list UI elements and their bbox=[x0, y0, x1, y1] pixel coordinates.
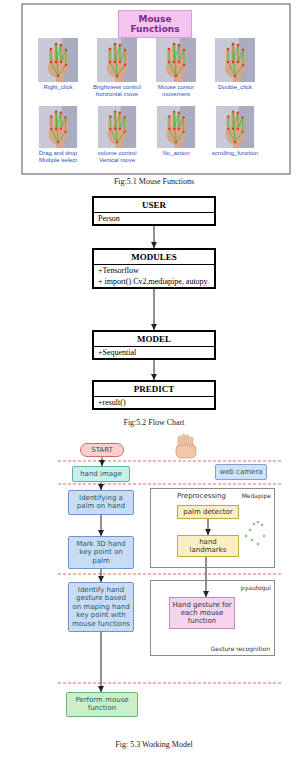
node-subtext: +Sequential bbox=[94, 347, 214, 358]
node-text: Preprocessing bbox=[177, 492, 226, 500]
flow-arrow bbox=[154, 226, 155, 248]
node-text: Hand gesture for each mouse function bbox=[172, 601, 232, 625]
stage-divider bbox=[58, 574, 282, 575]
node-text: hand landmarks bbox=[180, 538, 236, 554]
photo-label: volume control Vertical move bbox=[88, 150, 146, 164]
start-terminal: START bbox=[80, 443, 124, 457]
node-text: Mouse Functions bbox=[121, 14, 189, 34]
hand-photo bbox=[216, 106, 254, 148]
node-text: Identifying a palm on hand bbox=[72, 494, 130, 511]
flow-arrow bbox=[101, 569, 102, 582]
node-subtext: + import() Cv2,mediapipe, autopy. bbox=[94, 276, 214, 287]
node-subtext: Person bbox=[94, 213, 214, 224]
node-text: Perform mouse function bbox=[70, 696, 134, 713]
node-text: START bbox=[84, 446, 120, 454]
class-box: PREDICT+result() bbox=[92, 380, 216, 410]
flow-arrow bbox=[101, 515, 102, 536]
process-box: Perform mouse function bbox=[66, 692, 138, 717]
node-subtext: +Tensorflow bbox=[94, 265, 214, 276]
process-box: Identify hand gesture based on maping ha… bbox=[68, 582, 134, 632]
node-text: Identify hand gesture based on maping ha… bbox=[72, 586, 130, 628]
hand-photo bbox=[98, 106, 136, 148]
hand-photo bbox=[215, 38, 255, 82]
class-box: MODULES+Tensorflow+ import() Cv2,mediapi… bbox=[92, 248, 216, 289]
photo-label: No_action bbox=[147, 150, 205, 157]
node-text: pyautogui bbox=[241, 584, 271, 591]
node-text: PREDICT bbox=[94, 382, 214, 397]
node-text: hand image bbox=[76, 470, 126, 478]
pyautogui-region: pyautoguiGesture recognition Hand gesture… bbox=[150, 580, 275, 656]
node-subtext: +result() bbox=[94, 397, 214, 408]
landmark-sketch bbox=[245, 521, 265, 545]
device-box: web camera bbox=[215, 464, 267, 480]
hand-photo bbox=[97, 38, 137, 82]
figure-frame bbox=[22, 4, 290, 174]
process-box: hand image bbox=[72, 466, 130, 482]
stage-divider bbox=[58, 683, 282, 684]
photo-label: Double_click bbox=[206, 84, 264, 91]
photo-label: Right_click bbox=[29, 84, 87, 91]
stage-divider bbox=[58, 484, 282, 485]
process-box: Identifying a palm on hand bbox=[68, 490, 134, 515]
node-subtext: Medapipe bbox=[242, 492, 271, 499]
node-text: MODEL bbox=[94, 332, 214, 347]
figure-caption: Fig: 5.3 Working Model bbox=[54, 740, 254, 749]
photo-label: Mouse cursor movement bbox=[147, 84, 205, 98]
hand-photo bbox=[156, 38, 196, 82]
flow-arrow bbox=[101, 632, 102, 692]
node-text: palm detector bbox=[180, 508, 236, 516]
process-box: hand landmarks bbox=[177, 535, 239, 557]
flow-arrow bbox=[154, 289, 155, 330]
process-box: Hand gesture for each mouse function bbox=[169, 597, 235, 629]
hand-icon bbox=[176, 434, 196, 458]
flow-arrow bbox=[154, 360, 155, 380]
process-box: Mark 3D hand key point on palm bbox=[68, 536, 134, 569]
flow-arrow bbox=[101, 482, 102, 490]
node-text: web camera bbox=[219, 468, 263, 476]
hand-photo bbox=[38, 38, 78, 82]
class-box: USERPerson bbox=[92, 196, 216, 226]
figure-caption: Fig:5.1 Mouse Functions bbox=[54, 177, 254, 186]
node-text: Mark 3D hand key point on palm bbox=[72, 540, 130, 565]
stage-divider bbox=[58, 461, 282, 462]
photo-label: Brightness control horizontal move bbox=[88, 84, 146, 98]
mediapipe-region: Preprocessing Medapipe palm detector hand l… bbox=[150, 488, 275, 568]
flow-arrow bbox=[206, 557, 207, 597]
hand-photo bbox=[39, 106, 77, 148]
node-text: MODULES bbox=[94, 250, 214, 265]
hand-photo bbox=[157, 106, 195, 148]
flow-arrow bbox=[102, 457, 103, 466]
figure-caption: Fig:5.2 Flow Chart bbox=[54, 418, 254, 427]
photo-label: Drag and drop Multiple select bbox=[29, 150, 87, 164]
node-text: USER bbox=[94, 198, 214, 213]
title-box: Mouse Functions bbox=[118, 10, 192, 38]
photo-label: scrolling_function bbox=[206, 150, 264, 157]
flow-arrow bbox=[208, 519, 209, 535]
class-box: MODEL+Sequential bbox=[92, 330, 216, 360]
process-box: palm detector bbox=[177, 505, 239, 519]
node-subtext: Gesture recognition bbox=[211, 645, 270, 652]
